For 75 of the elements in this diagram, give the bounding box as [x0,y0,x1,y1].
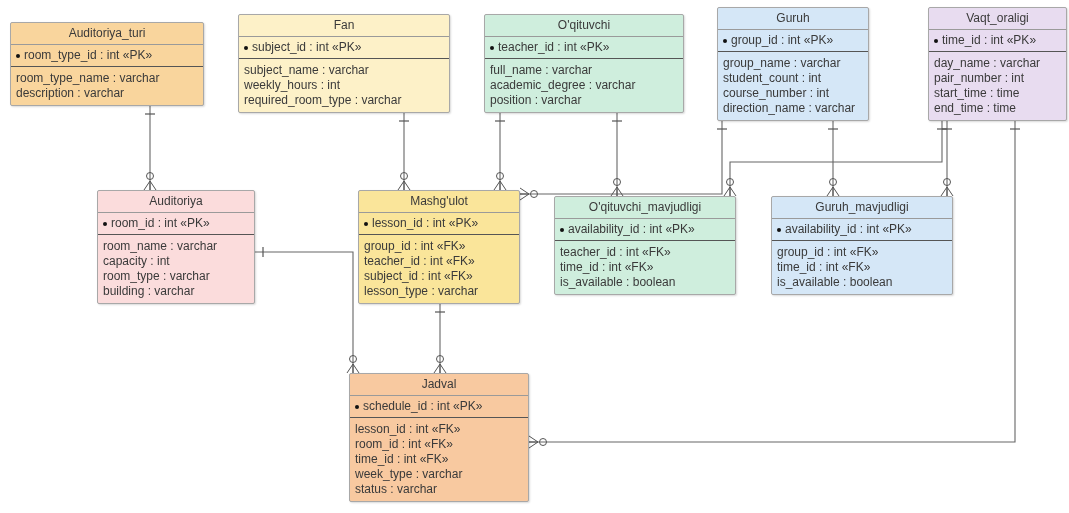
entity-box [484,14,684,113]
entity-title: Guruh [718,8,868,30]
attribute-field: position : varchar [490,93,678,108]
attribute-field: status : varchar [355,482,523,497]
entity-title: Mashg'ulot [359,191,519,213]
attribute-field: lesson_id : int «FK» [355,422,523,437]
attribute-field: full_name : varchar [490,63,678,78]
attribute-field: course_number : int [723,86,863,101]
entity-title: Guruh_mavjudligi [772,197,952,219]
entity-box [10,22,204,106]
attribute-field: is_available : boolean [560,275,730,290]
attribute-field: capacity : int [103,254,249,269]
attribute-field: required_room_type : varchar [244,93,444,108]
attribute-field: description : varchar [16,86,198,101]
entity-title: Vaqt_oraligi [929,8,1066,30]
entity-box [238,14,450,113]
attribute-field: weekly_hours : int [244,78,444,93]
relationship-line [940,120,954,197]
attribute-field: end_time : time [934,101,1061,116]
relationship-line [826,120,840,197]
attribute-field: room_type_name : varchar [16,71,198,86]
attribute-field: subject_name : varchar [244,63,444,78]
attribute-field: room_type : varchar [103,269,249,284]
primary-key-field: subject_id : int «PK» [252,40,362,55]
attribute-field: is_available : boolean [777,275,947,290]
relationship-line [433,303,447,374]
attribute-field: group_name : varchar [723,56,863,71]
attribute-field: time_id : int «FK» [560,260,730,275]
attribute-field: direction_name : varchar [723,101,863,116]
attribute-field: time_id : int «FK» [355,452,523,467]
primary-key-field: teacher_id : int «PK» [498,40,610,55]
primary-key-field: availability_id : int «PK» [785,222,912,237]
entity-box [554,196,736,295]
relationship-line [143,105,157,191]
entity-box [928,7,1067,121]
attribute-field: start_time : time [934,86,1061,101]
entity-title: O'qituvchi [485,15,683,37]
entity-title: O'qituvchi_mavjudligi [555,197,735,219]
attribute-field: lesson_type : varchar [364,284,514,299]
entity-title: Auditoriya [98,191,254,213]
attribute-field: room_name : varchar [103,239,249,254]
attribute-field: building : varchar [103,284,249,299]
primary-key-field: group_id : int «PK» [731,33,834,48]
relationship-line [254,246,360,374]
entity-box [358,190,520,304]
attribute-field: academic_degree : varchar [490,78,678,93]
primary-key-field: schedule_id : int «PK» [363,399,483,414]
attribute-field: week_type : varchar [355,467,523,482]
entity-box [349,373,529,502]
attribute-field: day_name : varchar [934,56,1061,71]
relationship-line [493,112,507,191]
attribute-field: teacher_id : int «FK» [560,245,730,260]
attribute-field: pair_number : int [934,71,1061,86]
attribute-field: time_id : int «FK» [777,260,947,275]
entity-box [717,7,869,121]
entity-box [771,196,953,295]
relationship-line [397,112,411,191]
relationship-line [519,120,728,201]
attribute-field: subject_id : int «FK» [364,269,514,284]
relationship-line [528,120,1021,449]
attribute-field: room_id : int «FK» [355,437,523,452]
primary-key-field: lesson_id : int «PK» [372,216,479,231]
primary-key-field: room_type_id : int «PK» [24,48,153,63]
entity-title: Jadval [350,374,528,396]
primary-key-field: time_id : int «PK» [942,33,1037,48]
attribute-field: group_id : int «FK» [364,239,514,254]
relationship-line [610,112,624,197]
attribute-field: teacher_id : int «FK» [364,254,514,269]
attribute-field: group_id : int «FK» [777,245,947,260]
primary-key-field: room_id : int «PK» [111,216,210,231]
entity-title: Fan [239,15,449,37]
entity-title: Auditoriya_turi [11,23,203,45]
attribute-field: student_count : int [723,71,863,86]
entity-box [97,190,255,304]
primary-key-field: availability_id : int «PK» [568,222,695,237]
